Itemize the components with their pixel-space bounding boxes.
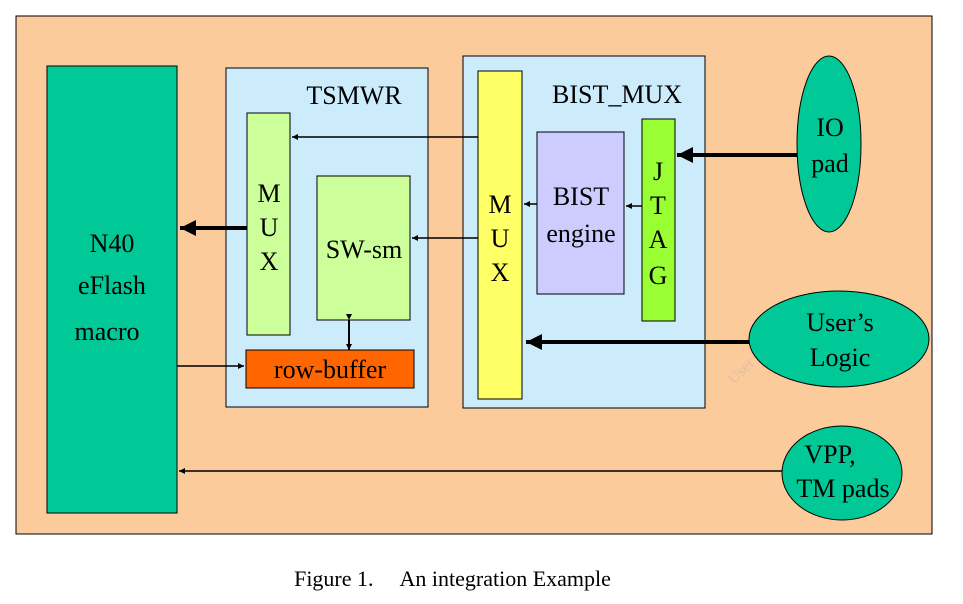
sw-sm-label: SW-sm — [326, 235, 403, 264]
figure-caption: Figure 1. An integration Example — [0, 566, 905, 592]
jtag-letter-g: G — [649, 261, 668, 290]
tsmwr-mux-block — [246, 112, 291, 336]
bist-mux-title: BIST_MUX — [552, 80, 682, 109]
io-pad — [796, 55, 862, 233]
figure-title: An integration Example — [399, 566, 611, 591]
io-pad-line-2: pad — [811, 149, 849, 178]
bist-engine-line-2: engine — [546, 219, 615, 248]
vpp-line-2: TM pads — [796, 474, 889, 503]
tsmwr-title: TSMWR — [306, 81, 402, 110]
tsmwr-mux-letter-x: X — [260, 247, 279, 276]
vpp-tm-pads-ellipse — [781, 425, 903, 521]
jtag-letter-a: A — [649, 225, 668, 254]
jtag-letter-t: T — [650, 191, 666, 220]
users-logic-ellipse — [748, 290, 930, 388]
eflash-line-3: macro — [75, 317, 140, 346]
row-buffer-label: row-buffer — [274, 355, 386, 384]
vpp-line-1: VPP, — [804, 440, 855, 469]
bist-mux-letter-x: X — [491, 258, 510, 287]
users-logic-line-2: Logic — [810, 343, 871, 372]
users-logic-line-1: User’s — [806, 308, 873, 337]
row-buffer-block — [245, 349, 415, 389]
bist-engine-line-1: BIST — [553, 182, 609, 211]
jtag-letter-j: J — [653, 157, 663, 186]
eflash-line-1: N40 — [90, 229, 135, 258]
bist-engine-block — [536, 131, 625, 295]
integration-diagram: User ID: 2887 User ID: 2887 N40 eFlash m… — [15, 15, 933, 535]
bist-mux-block — [477, 70, 523, 400]
eflash-line-2: eFlash — [78, 271, 146, 300]
jtag-block — [641, 118, 676, 322]
figure-number: Figure 1. — [294, 566, 374, 591]
io-pad-line-1: IO — [816, 113, 843, 142]
tsmwr-mux-letter-u: U — [260, 213, 279, 242]
tsmwr-mux-letter-m: M — [257, 179, 280, 208]
bist-mux-letter-m: M — [488, 190, 511, 219]
sw-sm-block — [316, 175, 411, 321]
bist-mux-letter-u: U — [491, 224, 510, 253]
eflash-macro-block — [46, 65, 178, 514]
